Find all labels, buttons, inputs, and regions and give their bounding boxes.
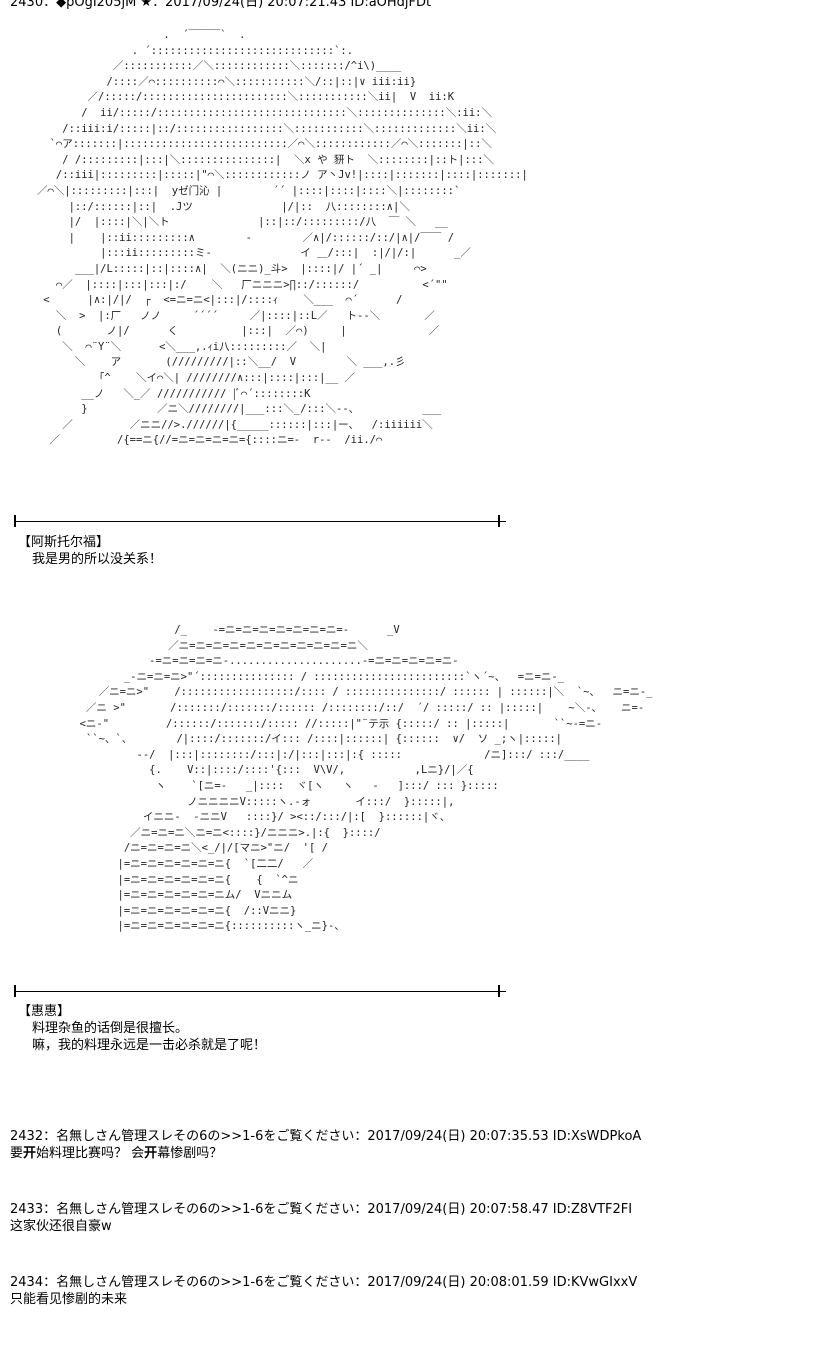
comment-text-bold: 开 [23, 1146, 37, 1161]
dialogue-line: 我是男的所以没关系！ [32, 552, 163, 567]
divider-tick-left-1 [14, 515, 16, 527]
divider-tick-right-2 [498, 985, 500, 997]
speaker-label: 【惠惠】 [18, 1004, 71, 1019]
comment-text-2434: 只能看见惨剧的未来 [10, 1292, 128, 1307]
dialogue-line: 料理杂鱼的话倒是很擅长。 [32, 1021, 189, 1036]
comment-header-2434: 2434：名無しさん管理スレその6の>>1-6をご覧ください：2017/09/2… [10, 1275, 638, 1290]
comment-text-2433: 这家伙还很自豪w [10, 1219, 112, 1234]
divider-tick-right-1 [498, 515, 500, 527]
divider-rule-1 [14, 521, 506, 522]
comment-text-part: 始料理比赛吗？ 会 [36, 1146, 145, 1161]
dialogue-line: 嘛，我的料理永远是一击必杀就是了呢！ [32, 1038, 267, 1053]
comment-text-part: 要 [10, 1146, 24, 1161]
comment-text-2432: 要开始料理比赛吗？ 会开幕惨剧吗？ [10, 1146, 222, 1162]
divider-rule-2 [14, 991, 506, 992]
ascii-art-astolfo: . ´￣￣￣` . . ´:::::::::::::::::::::::::::… [36, 29, 528, 447]
speaker-label: 【阿斯托尔福】 [18, 535, 110, 550]
comment-text-bold: 开 [144, 1146, 158, 1161]
post-header-2430: 2430：◆pOgI205jM ★：2017/09/24(日) 20:07:21… [10, 0, 432, 10]
comment-header-2432: 2432：名無しさん管理スレその6の>>1-6をご覧ください：2017/09/2… [10, 1129, 642, 1144]
divider-tick-left-2 [14, 985, 16, 997]
comment-header-2433: 2433：名無しさん管理スレその6の>>1-6をご覧ください：2017/09/2… [10, 1202, 633, 1217]
ascii-art-megumin: /_ -=ニ=ニ=ニ=ニ=ニ=ニ=ニ=- _V ／ニ=ニ=ニ=ニ=ニ=ニ=ニ=ニ… [79, 624, 653, 933]
comment-text-part: 幕惨剧吗？ [157, 1146, 223, 1161]
